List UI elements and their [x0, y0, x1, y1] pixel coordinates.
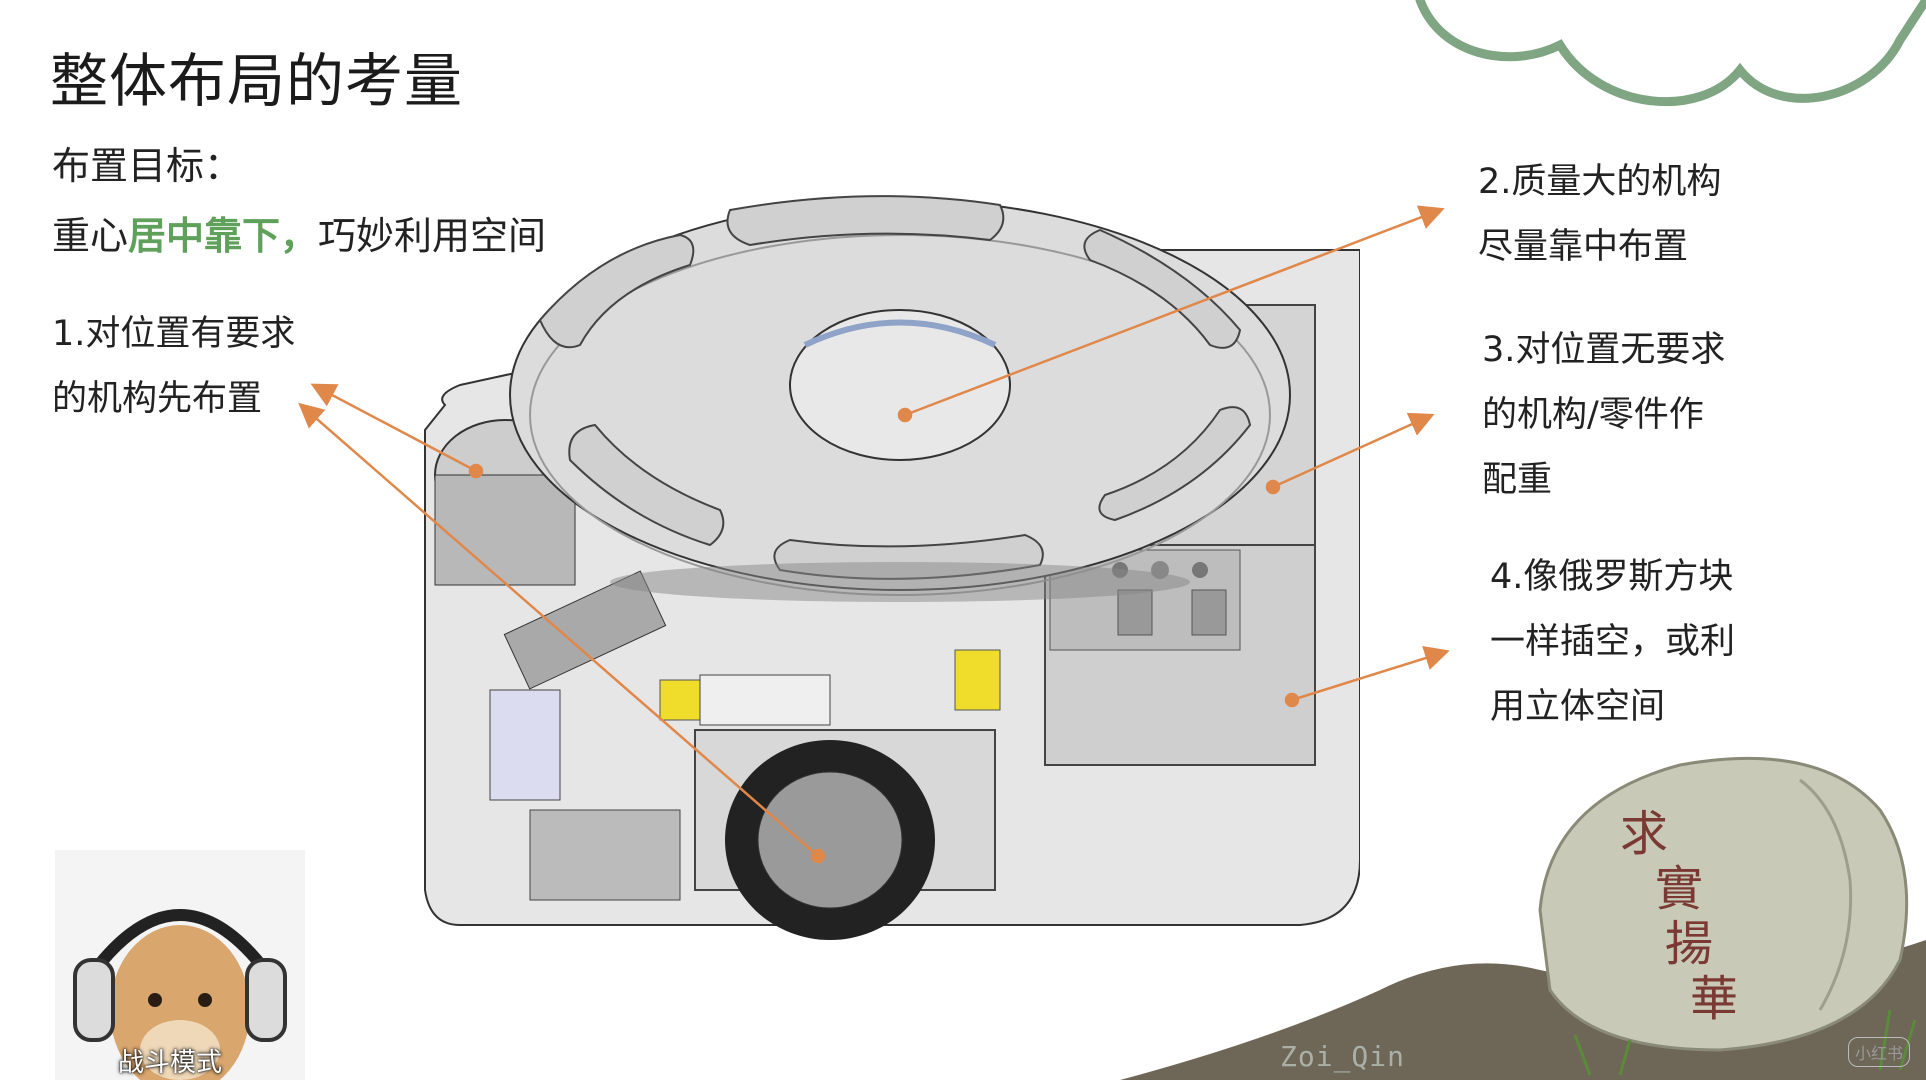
switch — [1117, 589, 1153, 636]
note-3-line-1: 3.对位置无要求 — [1482, 330, 1726, 370]
turntable-slot — [1098, 406, 1252, 522]
watermark: Zoi_Qin — [1280, 1040, 1406, 1073]
note-3-line-2: 的机构/零件作 — [1482, 395, 1704, 435]
motor-module — [503, 570, 667, 690]
stone-char: 求 — [1620, 806, 1668, 862]
note-4-line-2: 一样插空，或利 — [1490, 622, 1736, 662]
arrow-note-1a — [310, 383, 477, 473]
goal-suffix: 巧妙利用空间 — [318, 214, 547, 258]
stone-decoration: 求 實 揚 華 — [1120, 756, 1926, 1080]
note-4-line-1: 4.像俄罗斯方块 — [1490, 557, 1734, 597]
cloud-decoration — [1415, 0, 1926, 107]
arrow-note-3 — [1272, 412, 1435, 489]
stone-char: 揚 — [1665, 916, 1713, 972]
wheel-hub — [757, 771, 903, 909]
stone-char: 實 — [1655, 861, 1703, 917]
goal-line: 重心居中靠下，巧妙利用空间 — [52, 205, 546, 260]
headphone-cup — [73, 958, 115, 1042]
anchor-dot — [897, 407, 913, 423]
note-2-line-2: 尽量靠中布置 — [1478, 227, 1689, 267]
controller-board — [489, 689, 561, 801]
anchor-dot — [468, 463, 484, 479]
headphones-band — [90, 909, 270, 974]
turntable-slot — [568, 423, 725, 547]
robot-cad-illustration — [424, 195, 1360, 940]
turntable-bearing — [803, 319, 997, 348]
turntable-center — [789, 309, 1011, 461]
anchor-dot — [810, 848, 826, 864]
cat-eye — [148, 993, 162, 1007]
lower-left-module — [529, 809, 681, 901]
left-cylinder-body — [434, 474, 576, 586]
turntable-slot — [726, 195, 1005, 247]
anchor-dot — [1265, 479, 1281, 495]
note-2: 2.质量大的机构 尽量靠中布置 — [1478, 150, 1721, 280]
yellow-bracket — [659, 679, 701, 721]
note-4: 4.像俄罗斯方块 一样插空，或利 用立体空间 — [1490, 545, 1735, 740]
presenter-label: 战斗模式 — [118, 1048, 223, 1078]
note-1: 1.对位置有要求 的机构先布置 — [52, 302, 295, 432]
note-1-line-1: 1.对位置有要求 — [52, 314, 296, 354]
note-3-line-3: 配重 — [1482, 460, 1553, 500]
switch — [1191, 589, 1227, 636]
note-2-line-1: 2.质量大的机构 — [1478, 162, 1722, 202]
yellow-bracket — [954, 649, 1001, 711]
arrow-note-1b — [298, 402, 819, 857]
gear-ring — [610, 562, 1190, 602]
arrow-note-2 — [904, 205, 1445, 417]
page-title: 整体布局的考量 — [50, 47, 464, 115]
headphone-cup — [245, 958, 287, 1042]
motor-cylinder — [699, 674, 831, 726]
cat-muzzle — [140, 1020, 220, 1080]
goal-highlight: 居中靠下， — [128, 214, 319, 258]
stone-char: 華 — [1690, 971, 1738, 1027]
subtitle: 布置目标： — [52, 144, 243, 188]
note-3: 3.对位置无要求 的机构/零件作 配重 — [1482, 318, 1725, 513]
arrow-note-4 — [1291, 646, 1450, 702]
switch-knob — [1192, 562, 1208, 578]
anchor-dot — [1284, 692, 1300, 708]
turntable-slot — [1083, 228, 1242, 349]
engraved-stone — [1538, 756, 1909, 1052]
turntable-slot — [538, 233, 695, 349]
stone-crack — [1799, 778, 1853, 1011]
goal-prefix: 重心 — [52, 214, 129, 258]
note-1-line-2: 的机构先布置 — [52, 379, 263, 419]
note-4-line-3: 用立体空间 — [1490, 687, 1666, 727]
presenter-webcam — [55, 850, 305, 1080]
cat-eye — [198, 993, 212, 1007]
brand-badge: 小红书 — [1848, 1037, 1911, 1067]
